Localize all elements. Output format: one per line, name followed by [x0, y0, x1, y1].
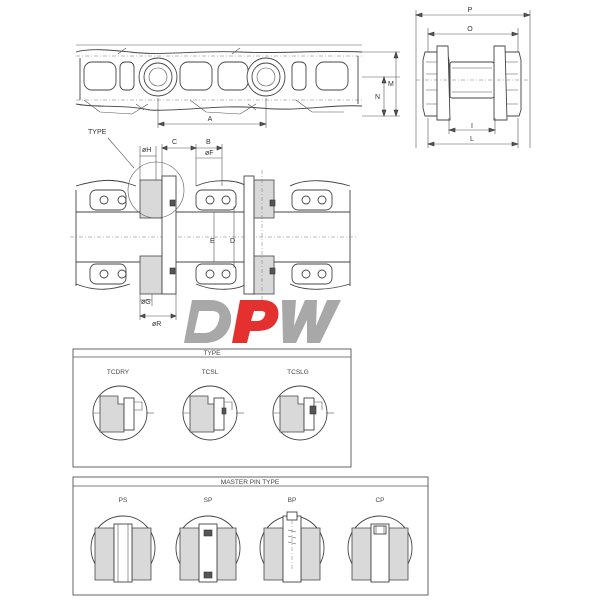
- joint-right-section: [243, 170, 276, 300]
- dim-a-label: A: [208, 116, 213, 123]
- type-label-tcdry: TCDRY: [107, 369, 130, 376]
- section-link-bolts: [89, 189, 333, 285]
- dim-r-label: øR: [152, 321, 161, 328]
- pin-detail-sp: [175, 515, 241, 583]
- pin-detail-ps: [90, 515, 156, 583]
- dim-g-label: øG: [141, 299, 151, 306]
- pin-detail-bp: [259, 511, 325, 583]
- type-detail-tcsl: [182, 385, 244, 441]
- master-pin-panel-title: MASTER PIN TYPE: [221, 479, 280, 486]
- pin-label-ps: PS: [119, 497, 128, 504]
- type-callout-label: TYPE: [88, 129, 107, 136]
- joint-left-section: [139, 175, 177, 295]
- bushing-left: [138, 57, 178, 97]
- type-detail-tcdry: [92, 385, 154, 441]
- dim-i-label: I: [471, 123, 473, 130]
- dim-p-label: P: [468, 7, 473, 14]
- section-view: TYPE øH C B øF E D øG øR: [70, 129, 356, 328]
- type-panel-title: TYPE: [204, 350, 222, 357]
- dim-m-label: M: [388, 81, 394, 88]
- dim-n-label: N: [375, 94, 380, 101]
- end-view: P O I L: [415, 7, 531, 148]
- pin-label-bp: BP: [288, 497, 297, 504]
- dim-d-label: D: [230, 238, 235, 245]
- link-windows: [83, 61, 349, 91]
- type-detail-tcslg: [272, 385, 334, 441]
- pin-detail-cp: [347, 515, 413, 583]
- type-label-tcsl: TCSL: [202, 369, 219, 376]
- dim-l-label: L: [470, 136, 474, 143]
- dim-e-label: E: [210, 238, 215, 245]
- dim-o-label: O: [467, 26, 473, 33]
- dim-f-label: øF: [205, 150, 214, 157]
- bushing-right: [246, 57, 286, 97]
- type-label-tcslg: TCSLG: [287, 369, 309, 376]
- pin-label-cp: CP: [375, 497, 384, 504]
- type-panel: TYPE TCDRY TCSL TCSLG: [72, 348, 352, 468]
- dim-c-label: C: [172, 139, 177, 146]
- dim-h-label: øH: [142, 147, 151, 154]
- dpw-logo: [184, 300, 341, 343]
- side-view: A N M: [75, 44, 400, 128]
- dim-b-label: B: [206, 139, 211, 146]
- master-pin-panel: MASTER PIN TYPE PS SP BP CP: [72, 476, 429, 596]
- pin-label-sp: SP: [204, 497, 213, 504]
